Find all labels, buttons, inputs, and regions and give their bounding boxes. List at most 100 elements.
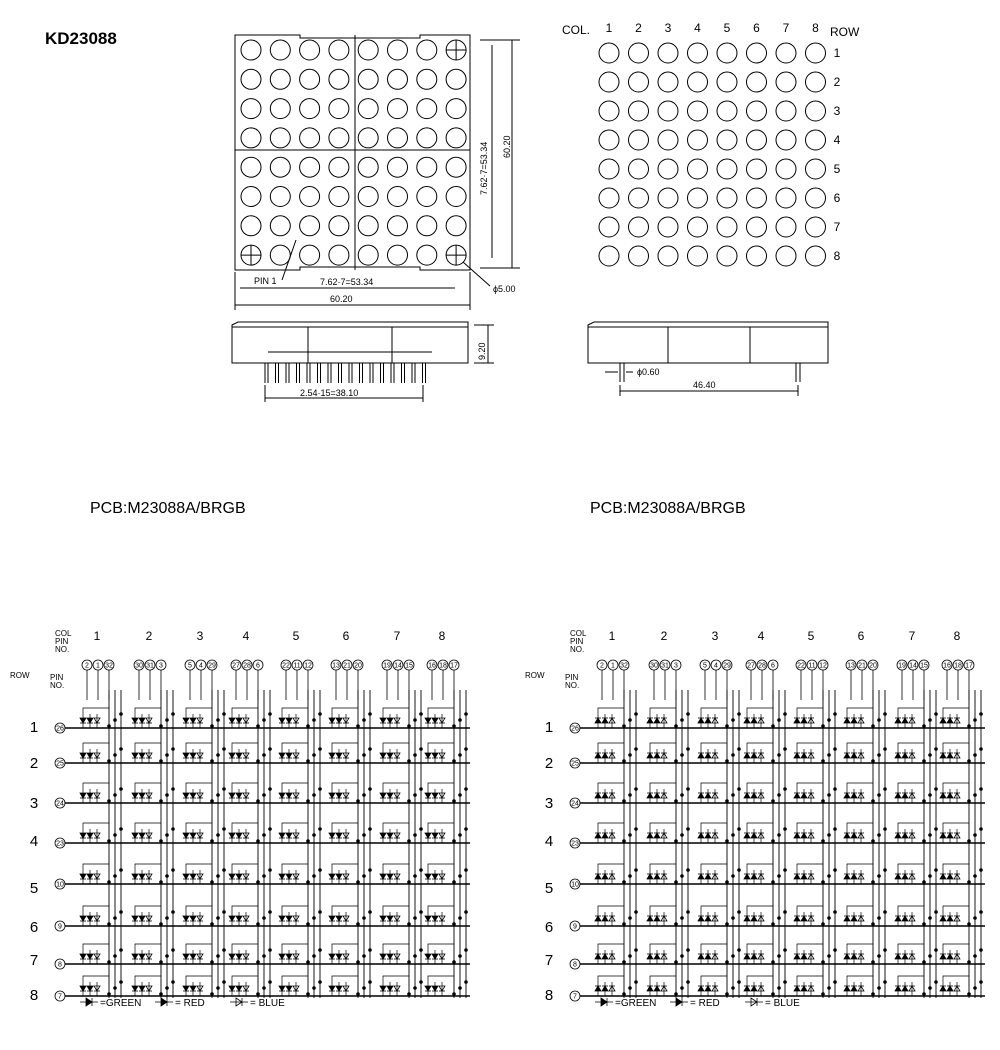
col-pin-number: 5 [703, 663, 707, 670]
led-dot [269, 215, 291, 237]
junction-dot [967, 960, 971, 964]
matrix-dot [628, 158, 649, 180]
diode-link [231, 905, 258, 912]
junction-dot [628, 833, 632, 837]
junction-dot [634, 868, 638, 872]
col-pin-number: 3 [674, 663, 678, 670]
diode-link [82, 905, 109, 912]
diode-link [796, 905, 823, 912]
junction-dot [725, 992, 729, 996]
junction-dot [821, 960, 825, 964]
junction-dot [871, 922, 875, 926]
schematic-row-number: 3 [30, 795, 38, 812]
schematic-col-number: 6 [858, 629, 865, 643]
junction-dot [362, 954, 366, 958]
junction-dot [318, 747, 322, 751]
junction-dot [973, 718, 977, 722]
junction-dot [356, 960, 360, 964]
junction-dot [362, 753, 366, 757]
junction-dot [833, 868, 837, 872]
junction-dot [165, 753, 169, 757]
junction-dot [165, 793, 169, 797]
junction-dot [628, 954, 632, 958]
diode-link [185, 782, 212, 789]
junction-dot [256, 799, 260, 803]
junction-dot [777, 833, 781, 837]
legend-label: = RED [175, 998, 205, 1009]
junction-dot [210, 724, 214, 728]
junction-dot [628, 986, 632, 990]
junction-dot [119, 787, 123, 791]
junction-dot [833, 827, 837, 831]
width-dimension: 60.20 [330, 294, 353, 304]
col-header: COL [570, 629, 587, 638]
junction-dot [686, 747, 690, 751]
col-pin-number: 2 [600, 663, 604, 670]
led-dot [357, 244, 379, 266]
led-dot [328, 186, 350, 207]
led-dot [357, 186, 379, 207]
pin-diameter-dimension: ϕ0.60 [637, 367, 660, 377]
junction-dot [934, 827, 938, 831]
junction-dot [119, 712, 123, 716]
junction-dot [934, 868, 938, 872]
junction-dot [262, 954, 266, 958]
junction-dot [452, 759, 456, 763]
junction-dot [628, 793, 632, 797]
diode-link [382, 822, 409, 829]
matrix-dot [746, 216, 767, 238]
row-number: 6 [834, 191, 841, 205]
diode-link [649, 742, 676, 749]
led-dot [416, 127, 438, 149]
row-label: ROW [830, 25, 860, 39]
junction-dot [883, 712, 887, 716]
junction-dot [725, 759, 729, 763]
diode-link [82, 782, 109, 789]
junction-dot [113, 718, 117, 722]
schematic-row-number: 5 [30, 880, 38, 897]
junction-dot [458, 916, 462, 920]
junction-dot [833, 747, 837, 751]
col-number: 8 [812, 21, 819, 35]
junction-dot [622, 880, 626, 884]
diode-link [746, 905, 773, 912]
col-pin-number: 18 [439, 663, 447, 670]
row-number: 5 [834, 162, 841, 176]
junction-dot [871, 839, 875, 843]
diode-link [382, 943, 409, 950]
junction-dot [877, 833, 881, 837]
matrix-dot [657, 100, 679, 122]
junction-dot [318, 827, 322, 831]
diode-link [597, 863, 624, 870]
diode-link [597, 905, 624, 912]
matrix-dot [716, 158, 738, 180]
junction-dot [821, 880, 825, 884]
diode-link [281, 905, 308, 912]
col-pin-number: 27 [232, 663, 240, 670]
row-no-header: NO. [565, 681, 579, 690]
diode-link [281, 742, 308, 749]
junction-dot [368, 980, 372, 984]
junction-dot [979, 980, 983, 984]
diode-link [846, 943, 873, 950]
junction-dot [827, 954, 831, 958]
junction-dot [407, 992, 411, 996]
diode-link [82, 975, 109, 982]
led-dot [299, 244, 321, 266]
diode-link [134, 975, 161, 982]
junction-dot [883, 827, 887, 831]
diode-link [746, 863, 773, 870]
diode-link [185, 707, 212, 714]
junction-dot [737, 948, 741, 952]
led-dot [328, 156, 350, 178]
junction-dot [674, 880, 678, 884]
junction-dot [107, 839, 111, 843]
diode-link [427, 863, 454, 870]
junction-dot [458, 986, 462, 990]
junction-dot [113, 874, 117, 878]
schematic-col-number: 3 [712, 629, 719, 643]
led-dot [416, 68, 438, 90]
junction-dot [783, 910, 787, 914]
junction-dot [107, 960, 111, 964]
junction-dot [107, 992, 111, 996]
